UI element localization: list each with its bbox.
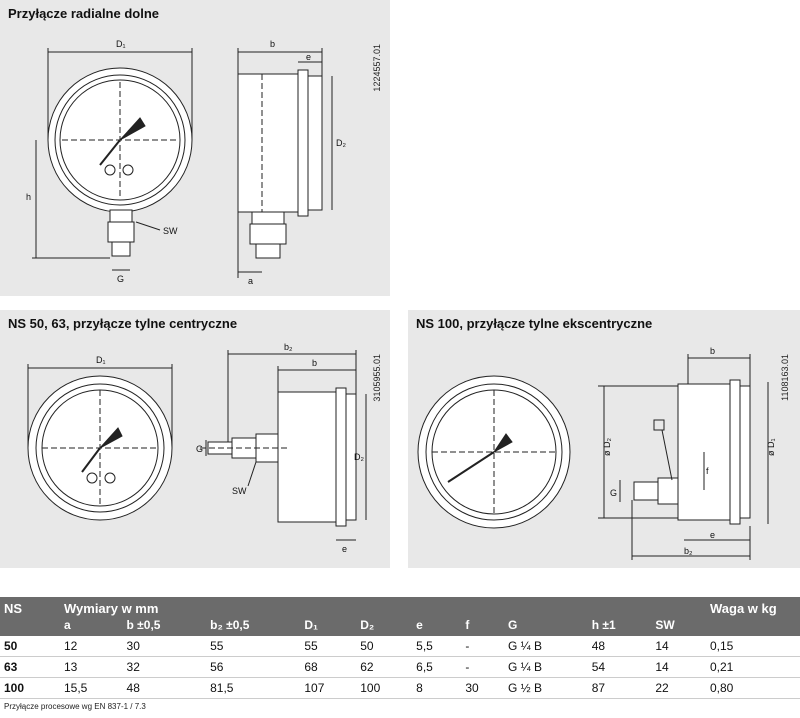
- col-D1: D₁: [300, 616, 357, 636]
- table-cell: 100: [356, 677, 413, 699]
- panel-radial: Przyłącze radialne dolne 1224557.01: [0, 0, 390, 296]
- label-b: b: [270, 39, 275, 49]
- table-cell: 62: [356, 656, 413, 678]
- table-cell: 81,5: [206, 677, 301, 699]
- dimensions-table: NS Wymiary w mm Waga w kg a b ±0,5 b₂ ±0…: [0, 597, 800, 699]
- table-cell: 56: [206, 656, 301, 678]
- header-weight: Waga w kg: [706, 597, 800, 616]
- table-cell: 54: [587, 656, 652, 678]
- label-b2: b₂: [284, 342, 293, 352]
- col-D2: D₂: [356, 616, 413, 636]
- table-cell: 14: [651, 656, 706, 678]
- table-cell: 32: [122, 656, 207, 678]
- col-G: G: [503, 616, 588, 636]
- label-oD1: ø D₁: [766, 438, 776, 456]
- cell-ns: 63: [0, 656, 60, 678]
- table-header-row: NS Wymiary w mm Waga w kg: [0, 597, 800, 616]
- label-b: b: [312, 358, 317, 368]
- header-dimensions: Wymiary w mm: [60, 597, 706, 616]
- label-D1: D₁: [96, 355, 106, 365]
- header-ns: NS: [0, 597, 60, 616]
- panel-back-eccentric: NS 100, przyłącze tylne ekscentryczne 11…: [408, 310, 800, 568]
- drawing-radial: D₁ h G SW b e D₂ a: [26, 39, 346, 286]
- label-e: e: [342, 544, 347, 554]
- label-oD2: ø D₂: [602, 438, 612, 456]
- panel-back-central: NS 50, 63, przyłącze tylne centryczne 31…: [0, 310, 390, 568]
- table-cell: -: [461, 636, 504, 657]
- table-cell: 5,5: [412, 636, 462, 657]
- col-b: b ±0,5: [122, 616, 207, 636]
- dimensions-table-wrap: NS Wymiary w mm Waga w kg a b ±0,5 b₂ ±0…: [0, 597, 800, 699]
- table-cell: -: [461, 656, 504, 678]
- label-D2: D₂: [354, 452, 364, 462]
- panel-title-back-eccentric: NS 100, przyłącze tylne ekscentryczne: [416, 316, 653, 331]
- cell-weight: 0,21: [706, 656, 800, 678]
- table-cell: 55: [206, 636, 301, 657]
- cell-ns: 50: [0, 636, 60, 657]
- label-D2: D₂: [336, 138, 346, 148]
- table-cell: 8: [412, 677, 462, 699]
- table-cell: G ¼ B: [503, 656, 588, 678]
- col-a: a: [60, 616, 123, 636]
- table-cell: 6,5: [412, 656, 462, 678]
- table-cell: G ½ B: [503, 677, 588, 699]
- table-subheader-row: a b ±0,5 b₂ ±0,5 D₁ D₂ e f G h ±1 SW: [0, 616, 800, 636]
- label-G: G: [117, 274, 124, 284]
- label-h: h: [26, 192, 31, 202]
- label-a: a: [248, 276, 253, 286]
- drawing-back-eccentric: b ø D₂ ø D₁ G f e b₂: [417, 346, 776, 560]
- table-cell: 30: [461, 677, 504, 699]
- label-G: G: [610, 488, 617, 498]
- label-G: G: [196, 444, 203, 454]
- label-b2: b₂: [684, 546, 693, 556]
- table-cell: 12: [60, 636, 123, 657]
- label-e: e: [306, 52, 311, 62]
- table-cell: 48: [587, 636, 652, 657]
- table-cell: 48: [122, 677, 207, 699]
- table-cell: 30: [122, 636, 207, 657]
- table-cell: 14: [651, 636, 706, 657]
- cell-weight: 0,15: [706, 636, 800, 657]
- label-f: f: [706, 466, 709, 476]
- panel-title-back-central: NS 50, 63, przyłącze tylne centryczne: [8, 316, 238, 331]
- table-cell: 15,5: [60, 677, 123, 699]
- table-cell: 22: [651, 677, 706, 699]
- label-D1: D₁: [116, 39, 126, 49]
- table-cell: 87: [587, 677, 652, 699]
- table-cell: G ¼ B: [503, 636, 588, 657]
- col-b2: b₂ ±0,5: [206, 616, 301, 636]
- table-cell: 55: [300, 636, 357, 657]
- table-cell: 50: [356, 636, 413, 657]
- label-e: e: [710, 530, 715, 540]
- footnote: Przyłącze procesowe wg EN 837-1 / 7.3: [4, 702, 146, 711]
- label-SW: SW: [163, 226, 178, 236]
- label-SW: SW: [232, 486, 247, 496]
- table-cell: 107: [300, 677, 357, 699]
- drawing-back-central: D₁ b₂ b G SW e D₂: [27, 342, 367, 554]
- label-b: b: [710, 346, 715, 356]
- table-cell: 68: [300, 656, 357, 678]
- cell-ns: 100: [0, 677, 60, 699]
- col-f: f: [461, 616, 504, 636]
- col-e: e: [412, 616, 462, 636]
- table-cell: 13: [60, 656, 123, 678]
- col-SW: SW: [651, 616, 706, 636]
- panel-title-radial: Przyłącze radialne dolne: [8, 6, 160, 21]
- cell-weight: 0,80: [706, 677, 800, 699]
- col-h: h ±1: [587, 616, 652, 636]
